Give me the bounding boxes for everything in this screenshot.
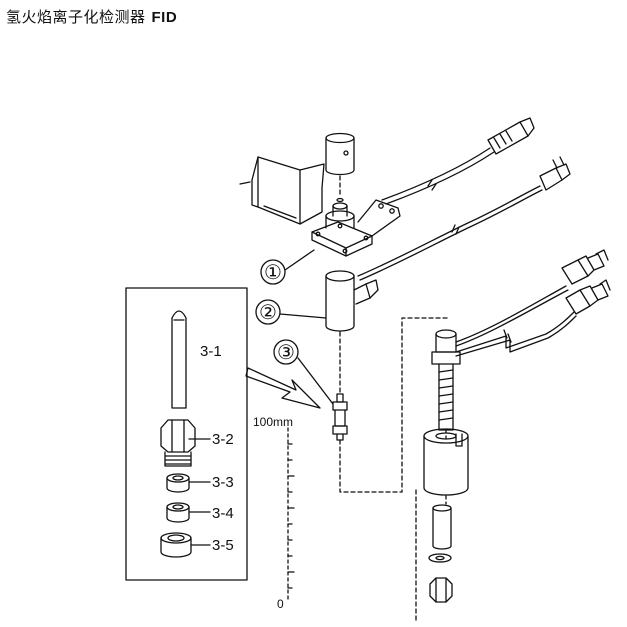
spacer-block-part xyxy=(423,428,469,496)
part-3-2-fitting xyxy=(160,419,196,467)
top-cap-part xyxy=(325,132,355,176)
shield-pointer xyxy=(239,181,251,185)
gas-lines xyxy=(455,285,577,357)
part-3-4-ring xyxy=(166,502,190,523)
ruler-bottom-label: 0 xyxy=(277,597,284,611)
title-suffix: FID xyxy=(151,9,178,26)
ruler-top-label: 100mm xyxy=(253,415,293,429)
cover-shield-part xyxy=(239,156,325,225)
label-3-3: 3-3 xyxy=(212,474,234,491)
label-3-1: 3-1 xyxy=(200,343,222,360)
gas-fitting-lower xyxy=(565,279,611,315)
callout-1-label: ① xyxy=(264,260,282,284)
heater-cable xyxy=(357,156,571,281)
callout-2-leader xyxy=(279,313,327,319)
callout-3-label: ③ xyxy=(277,340,295,364)
gas-fitting-upper xyxy=(561,249,609,285)
part-3-1-tube xyxy=(171,310,187,409)
title-text: 氢火焰离子化检测器 xyxy=(6,8,146,26)
inset-frame xyxy=(125,287,248,581)
nut-part xyxy=(429,577,453,603)
callout-3-leader xyxy=(297,357,334,405)
sleeve-part xyxy=(432,504,452,550)
callout-3-circle xyxy=(273,339,299,365)
callout-1-leader xyxy=(284,249,315,271)
scale-ruler xyxy=(287,427,295,601)
label-3-4: 3-4 xyxy=(212,505,234,522)
jet-part xyxy=(332,393,348,441)
part-3-3-ring xyxy=(166,473,190,493)
jet-body-part xyxy=(325,270,379,332)
inset-arrow xyxy=(245,367,321,409)
callout-2-circle xyxy=(255,299,281,325)
callout-1-circle xyxy=(260,259,286,285)
bolt-part xyxy=(431,329,461,431)
part-3-5-ring xyxy=(160,532,192,558)
label-3-5: 3-5 xyxy=(212,537,234,554)
page-title: 氢火焰离子化检测器 FID xyxy=(6,6,177,27)
callout-2-label: ② xyxy=(259,300,277,324)
label-3-2: 3-2 xyxy=(212,431,234,448)
signal-cable xyxy=(381,117,535,205)
flow-path xyxy=(339,317,449,493)
washer-part xyxy=(428,553,452,563)
collector-flange-part xyxy=(311,197,401,257)
